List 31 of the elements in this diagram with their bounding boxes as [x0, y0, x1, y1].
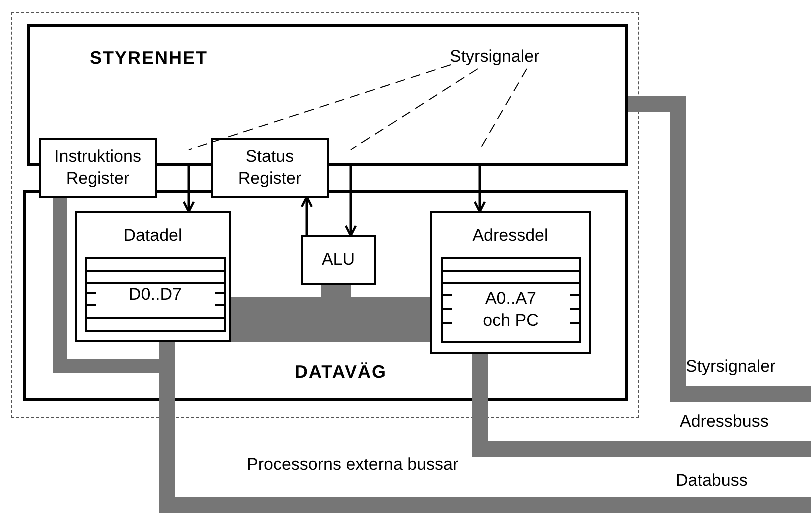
register-box — [39, 138, 157, 198]
node-text: D0..D7 — [128, 284, 183, 306]
datapath-box — [23, 190, 628, 401]
unit-title: DATAVÄG — [294, 361, 388, 383]
arrow — [300, 196, 314, 235]
node-text: ALU — [320, 249, 356, 271]
processor-boundary — [11, 12, 639, 418]
arrow — [344, 165, 358, 238]
unit-title: STYRENHET — [90, 47, 210, 69]
leader-line — [350, 68, 478, 150]
node-text: Datadel — [122, 225, 184, 247]
arrow — [474, 165, 486, 214]
edge-label: Adressbuss — [680, 411, 769, 433]
edge-label: Databuss — [676, 470, 748, 492]
register-file-box — [441, 257, 581, 343]
node-text: Status Register — [237, 146, 303, 190]
arrow — [182, 165, 196, 214]
bus-line — [472, 354, 811, 457]
leader-line — [188, 64, 452, 150]
signal-label: Styrsignaler — [450, 46, 540, 68]
node-text: Instruktions Register — [54, 146, 142, 190]
alu-box — [301, 235, 376, 285]
unit-box — [430, 211, 591, 354]
bus-line — [159, 342, 811, 513]
register-box — [211, 138, 329, 198]
unit-box — [75, 211, 231, 342]
node-text: A0..A7 och PC — [482, 288, 540, 332]
node-text: Adressdel — [472, 225, 550, 247]
register-file-box — [85, 257, 226, 332]
caption-text: Processorns externa bussar — [247, 454, 459, 476]
edge-label: Styrsignaler — [686, 356, 776, 378]
